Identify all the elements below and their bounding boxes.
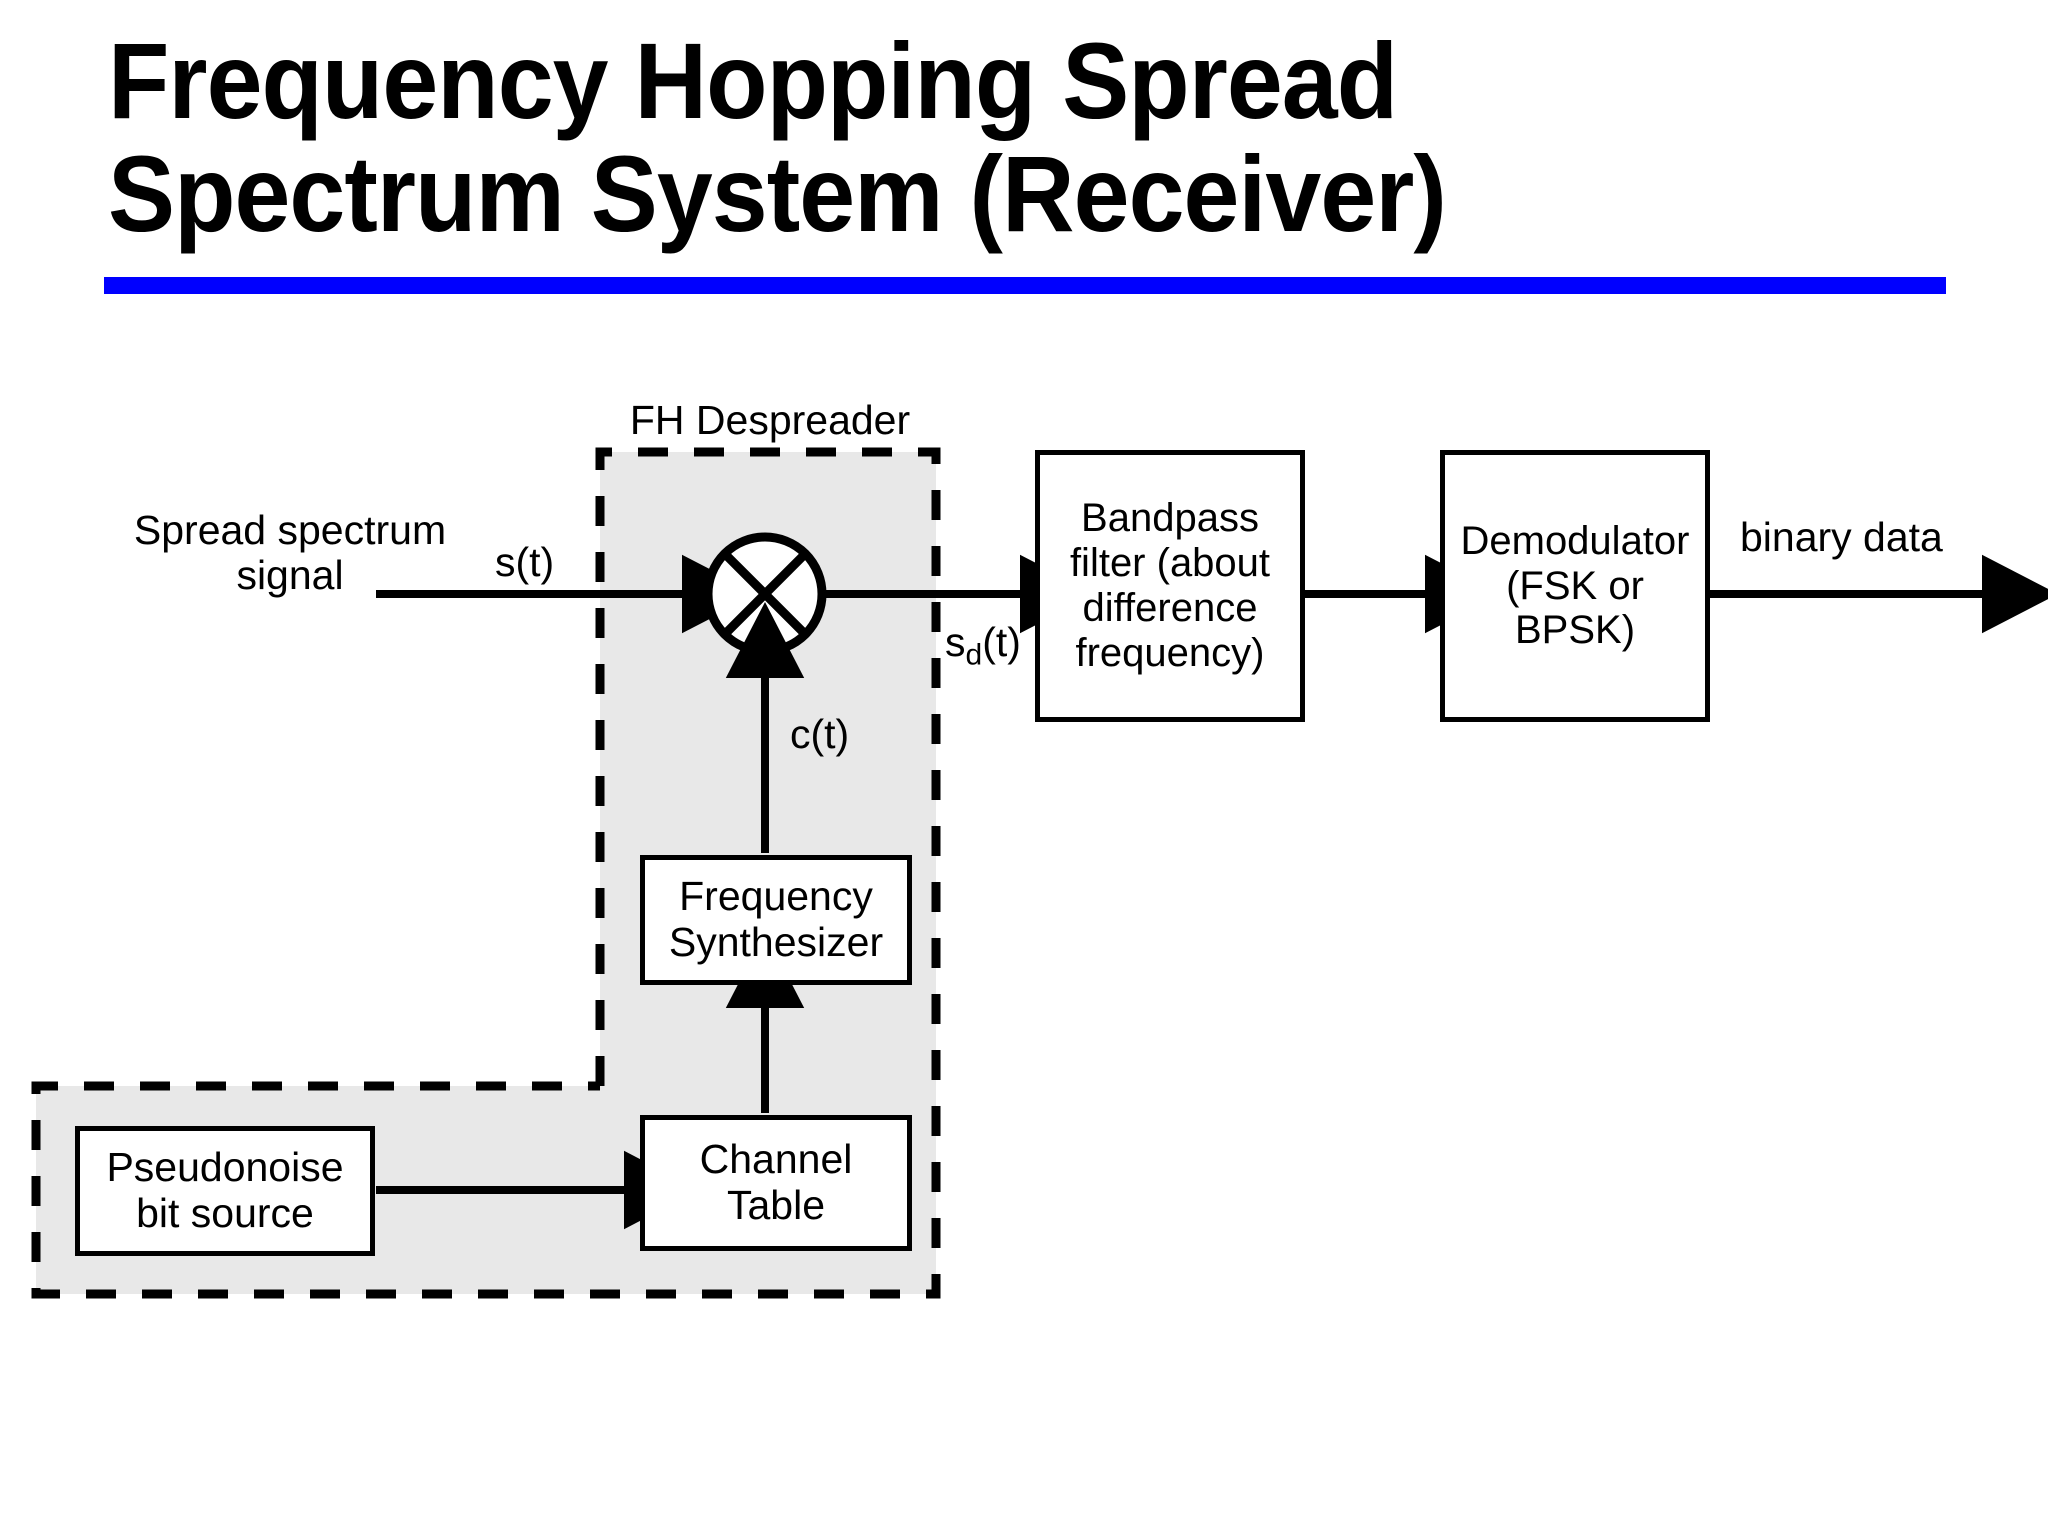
output-signal-label: binary data [1740, 514, 1943, 560]
block-pseudonoise-bit-source-label: Pseudonoise bit source [106, 1144, 344, 1236]
block-channel-table-label: Channel Table [699, 1136, 853, 1228]
block-pseudonoise-bit-source[interactable]: Pseudonoise bit source [75, 1126, 375, 1256]
block-bandpass-filter-label: Bandpass filter (about difference freque… [1069, 496, 1271, 675]
despreader-group-label: FH Despreader [629, 397, 911, 443]
input-signal-label: Spread spectrum signal [133, 507, 447, 599]
block-frequency-synthesizer[interactable]: Frequency Synthesizer [640, 855, 912, 985]
input-signal-symbol: s(t) [495, 539, 555, 585]
mixer-output-symbol: sd(t) [945, 619, 1085, 672]
page-title: Frequency Hopping Spread Spectrum System… [108, 20, 1447, 255]
block-channel-table[interactable]: Channel Table [640, 1115, 912, 1251]
despreader-dashed-outline [31, 447, 941, 1299]
mixer-output-symbol-subscript: d [965, 638, 983, 672]
block-bandpass-filter[interactable]: Bandpass filter (about difference freque… [1035, 450, 1305, 722]
hopping-code-symbol: c(t) [790, 711, 850, 757]
title-underline-rule [104, 277, 1946, 294]
mixer-output-symbol-tail: (t) [982, 619, 1021, 665]
mixer-symbol [703, 532, 827, 656]
block-demodulator-label: Demodulator (FSK or BPSK) [1460, 518, 1690, 653]
mixer-output-symbol-base: s [945, 619, 966, 665]
block-frequency-synthesizer-label: Frequency Synthesizer [668, 873, 884, 965]
block-demodulator[interactable]: Demodulator (FSK or BPSK) [1440, 450, 1710, 722]
